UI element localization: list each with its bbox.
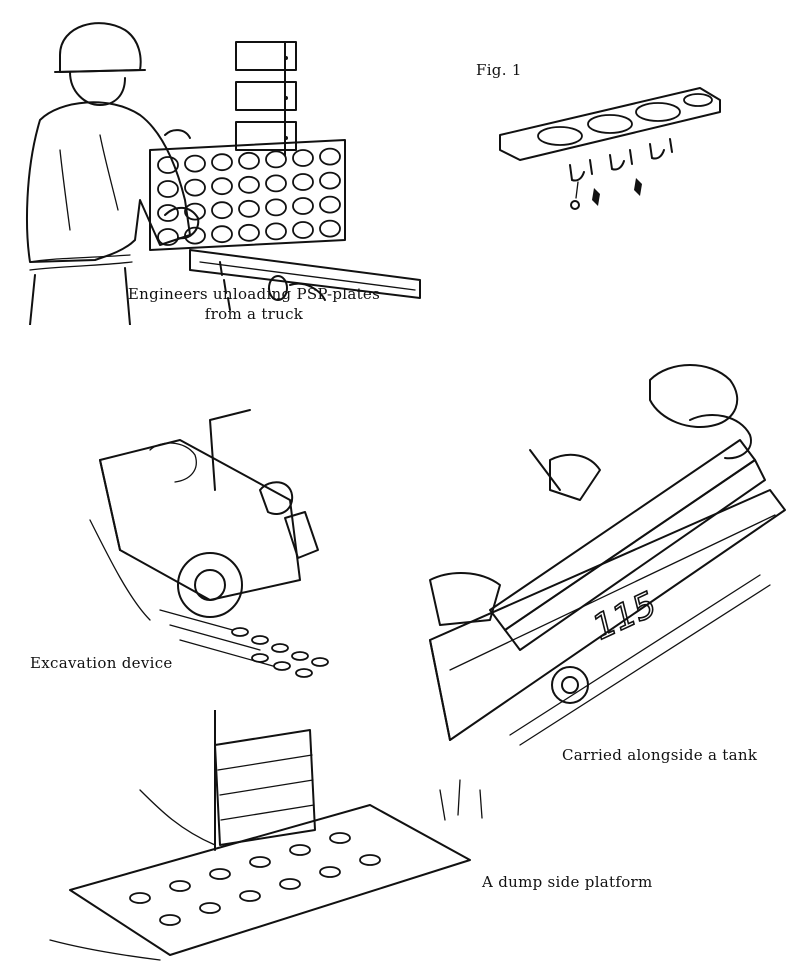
- tank-track: [509, 574, 771, 746]
- excavation-caption: Excavation device: [30, 654, 173, 672]
- plate-hole: [319, 147, 341, 166]
- plate-hole: [184, 178, 206, 197]
- truck-side-slats: [235, 41, 297, 161]
- plate-hole: [157, 180, 179, 198]
- plate-hole: [211, 225, 233, 244]
- unloading-caption: Engineers unloading PSP-plates from a tr…: [124, 284, 384, 324]
- plate-hole: [238, 199, 260, 218]
- tank-caption: Carried alongside a tank: [562, 746, 758, 764]
- plate-hole: [238, 175, 260, 194]
- unloading-illustration: Engineers unloading PSP-plates from a tr…: [0, 0, 450, 325]
- excavation-illustration: Excavation device: [30, 400, 370, 690]
- plate-hole: [292, 221, 314, 239]
- ground-platform-plates: [69, 804, 471, 956]
- plate-hole: [238, 223, 260, 242]
- psp-plate-stack: [149, 139, 346, 251]
- plate-hole: [211, 201, 233, 220]
- fig1-label: Fig. 1: [476, 61, 522, 79]
- plate-hole: [238, 151, 260, 170]
- unloading-caption-line-1: Engineers unloading PSP-plates: [127, 285, 381, 303]
- fig1-plate-detail: Fig. 1: [460, 40, 760, 220]
- plate-hole: [292, 149, 314, 167]
- plate-hole: [184, 202, 206, 221]
- plate-hole: [265, 222, 287, 241]
- truck-chains: [219, 261, 326, 311]
- soldier-figure: [26, 22, 200, 325]
- plate-hole: [265, 174, 287, 193]
- plate-hole: [184, 154, 206, 173]
- plate-hole: [211, 153, 233, 172]
- unloading-caption-line-2: from a truck: [204, 305, 304, 323]
- plate-hole: [319, 219, 341, 238]
- plate-hole: [319, 171, 341, 190]
- plate-hole: [265, 150, 287, 169]
- plate-hole: [292, 197, 314, 215]
- plate-hole: [292, 173, 314, 191]
- ground-plates: [231, 627, 329, 678]
- tank-illustration: 115 Carried alongside a tank: [410, 340, 790, 770]
- side-plate-stack: [489, 439, 766, 651]
- dump-platform-caption: A dump side platform: [482, 873, 653, 891]
- plate-hole: [265, 198, 287, 217]
- plate-hole: [211, 177, 233, 196]
- plate-hole: [319, 195, 341, 214]
- dump-platform-illustration: A dump side platform: [40, 710, 652, 965]
